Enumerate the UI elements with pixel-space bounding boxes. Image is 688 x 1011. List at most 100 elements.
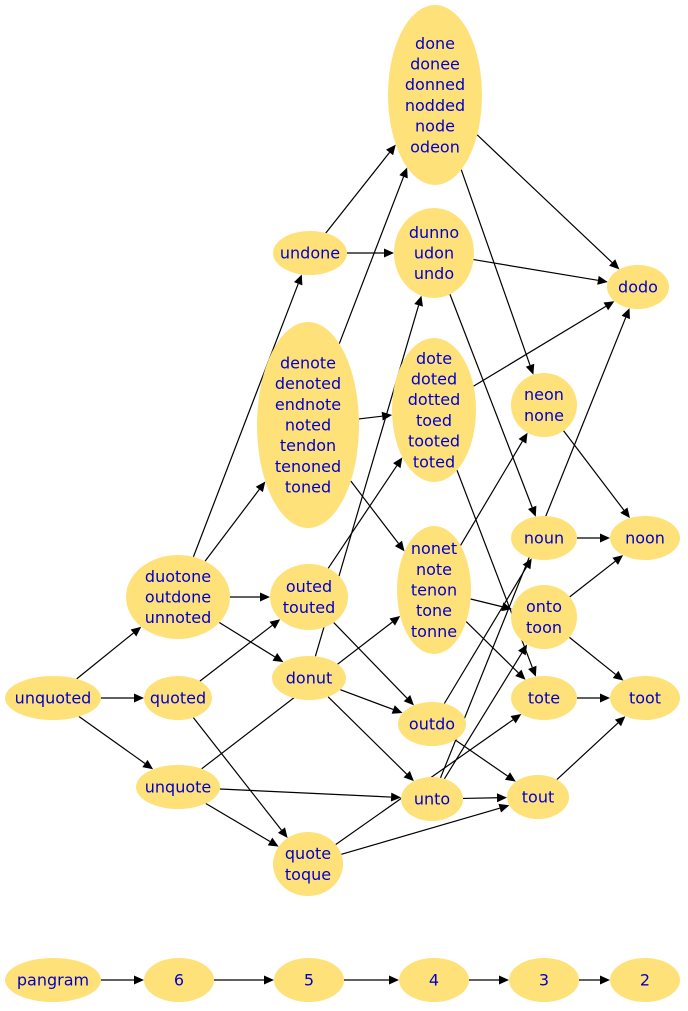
node-label: udon xyxy=(414,244,454,263)
node-unquote: unquote xyxy=(136,765,220,809)
node-ellipse-n5 xyxy=(274,958,344,1002)
node-denote: denotedenotedendnotenotedtendontenonedto… xyxy=(257,322,359,528)
node-label: unquote xyxy=(145,778,211,797)
node-ellipse-unto xyxy=(401,777,463,821)
edge-unquote-to-unto xyxy=(219,788,392,798)
node-label: tendon xyxy=(280,436,336,455)
arrowhead-donut-to-unto xyxy=(403,770,414,782)
node-outdo: outdo xyxy=(398,702,466,746)
arrowhead-quoted-to-quote xyxy=(277,827,288,838)
node-label: 2 xyxy=(640,971,650,990)
node-ellipse-dunno xyxy=(394,208,474,298)
edge-dunno-to-dodo xyxy=(473,259,599,281)
node-label: none xyxy=(524,406,564,425)
arrowhead-unto-to-tout xyxy=(496,793,508,803)
node-label: nodded xyxy=(405,96,465,115)
arrowhead-onto-to-noon xyxy=(612,555,624,565)
arrowhead-unquote-to-nonet xyxy=(389,616,401,626)
arrowhead-dote-to-dodo xyxy=(603,301,615,311)
arrowhead-duotone-to-outed xyxy=(260,592,270,602)
edge-duotone-to-denote xyxy=(204,489,260,562)
node-label: undone xyxy=(280,244,340,263)
node-label: noun xyxy=(524,529,564,548)
arrowhead-done-to-dodo xyxy=(609,259,620,270)
arrowhead-n6-to-n5 xyxy=(264,975,274,985)
node-ellipse-donut xyxy=(272,656,346,700)
node-n2: 2 xyxy=(610,958,680,1002)
edge-outed-to-outdo xyxy=(333,622,408,699)
node-label: toque xyxy=(285,865,331,884)
node-undone: undone xyxy=(273,231,347,275)
node-ellipse-quoted xyxy=(144,676,212,720)
node-label: quote xyxy=(285,844,331,863)
node-label: toot xyxy=(629,689,661,708)
node-tout: tout xyxy=(507,775,569,819)
arrowhead-dote-to-tote xyxy=(528,665,537,677)
arrowhead-dunno-to-dodo xyxy=(597,275,608,285)
edge-outdo-to-noun xyxy=(443,566,528,704)
edge-donut-to-unto xyxy=(327,696,408,775)
edge-quote-to-tout xyxy=(341,807,500,855)
arrowhead-denote-to-nonet xyxy=(394,540,405,552)
arrowhead-n4-to-n3 xyxy=(499,975,509,985)
node-label: 5 xyxy=(304,971,314,990)
node-ellipse-quote xyxy=(273,832,343,896)
node-label: 3 xyxy=(539,971,549,990)
node-ellipse-undone xyxy=(273,231,347,275)
node-label: toned xyxy=(285,478,331,497)
arrowhead-duotone-to-undone xyxy=(293,274,303,286)
edge-nonet-to-tote xyxy=(465,621,519,674)
edge-neon-to-noon xyxy=(563,430,625,511)
arrowhead-noun-to-noon xyxy=(600,533,610,543)
edge-done-to-neon xyxy=(460,169,531,366)
node-label: onto xyxy=(526,597,562,616)
node-label: pangram xyxy=(17,971,89,990)
node-label: 6 xyxy=(174,971,184,990)
edge-outdo-to-tout xyxy=(454,739,508,777)
node-label: 4 xyxy=(429,971,439,990)
node-label: node xyxy=(415,117,455,136)
arrowhead-unquote-to-quote xyxy=(267,837,279,847)
node-label: outdo xyxy=(409,715,455,734)
node-label: dunno xyxy=(409,223,459,242)
node-label: tooted xyxy=(408,432,460,451)
arrowhead-quoted-to-outed xyxy=(269,619,281,629)
edge-unto-to-onto xyxy=(443,652,523,780)
node-donut: donut xyxy=(272,656,346,700)
node-unto: unto xyxy=(401,777,463,821)
edge-done-to-dodo xyxy=(476,134,613,263)
edge-denote-to-done xyxy=(338,176,405,344)
node-ellipse-done xyxy=(388,5,482,185)
node-ellipse-n2 xyxy=(610,958,680,1002)
node-ellipse-unquoted xyxy=(5,676,101,720)
arrowhead-pangram-to-n6 xyxy=(134,975,144,985)
arrowhead-done-to-neon xyxy=(525,363,535,375)
node-label: donned xyxy=(405,75,465,94)
edge-denote-to-dote xyxy=(358,415,383,420)
node-ellipse-outed xyxy=(270,564,348,630)
edge-tout-to-toot xyxy=(556,722,619,780)
node-label: denote xyxy=(280,353,336,372)
node-ellipse-neon xyxy=(511,373,577,437)
node-label: toed xyxy=(416,411,452,430)
edge-duotone-to-undone xyxy=(192,283,299,558)
edge-unquote-to-quote xyxy=(205,802,271,843)
node-label: noted xyxy=(285,416,331,435)
edge-unquoted-to-duotone xyxy=(76,632,134,680)
node-ellipse-dote xyxy=(392,338,476,482)
node-ellipse-pangram xyxy=(5,958,101,1002)
node-label: dote xyxy=(416,349,452,368)
node-label: outed xyxy=(286,577,332,596)
arrowhead-unto-to-onto xyxy=(518,644,528,656)
arrowhead-tout-to-toot xyxy=(614,716,626,727)
node-label: toon xyxy=(526,618,562,637)
edge-unquoted-to-unquote xyxy=(78,716,146,764)
node-tote: tote xyxy=(511,676,577,720)
node-ellipse-duotone xyxy=(126,555,230,639)
arrowhead-duotone-to-donut xyxy=(272,653,284,663)
